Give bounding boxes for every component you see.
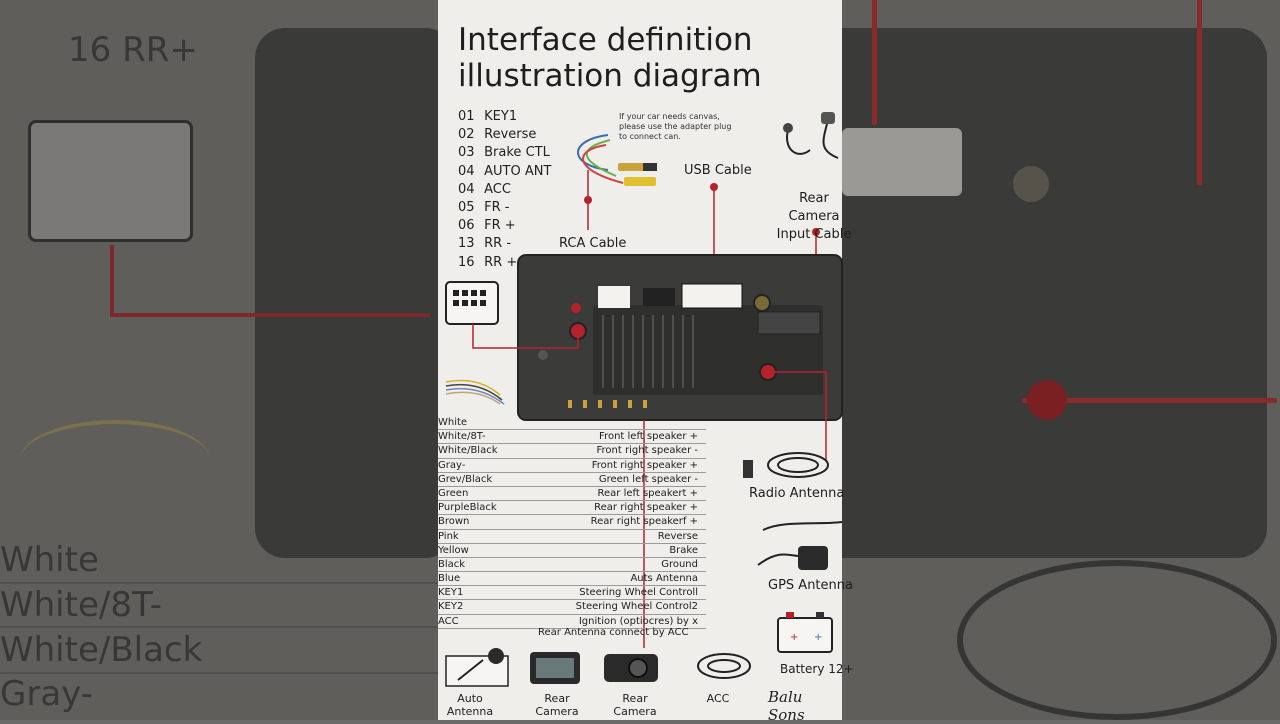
bg-text-white8t: White/8T- [0, 585, 162, 625]
diagram-illustration: + + [445, 112, 843, 687]
rear-camera-label-2: Rear Camera [613, 692, 657, 718]
head-unit-back-icon [517, 254, 843, 421]
red-wire-blurred [1197, 0, 1202, 185]
antenna-cable-blurred [957, 560, 1277, 720]
red-plug-blurred [1027, 380, 1067, 420]
gps-antenna-label: GPS Antenna [768, 578, 853, 593]
red-wire-blurred [110, 245, 114, 315]
jack-blurred [1007, 160, 1055, 208]
pin-row: 13 RR - [458, 236, 512, 252]
table-row: White/8T-Front left speaker + [438, 430, 706, 445]
usb-cable-label: USB Cable [684, 163, 752, 178]
bg-text-pin: 16 RR+ [68, 30, 198, 70]
connector-blurred [28, 120, 193, 242]
rear-camera-label-1: Rear Camera [535, 692, 579, 718]
rca-cable-label: RCA Cable [559, 236, 627, 251]
device-blurred-right [802, 28, 1267, 558]
title-line-2: illustration diagram [458, 58, 762, 94]
pin-row: 02 Reverse [458, 127, 537, 143]
bg-text-white: White [0, 540, 99, 580]
rear-camera-input-label: Rear Camera Input Cable [776, 191, 852, 242]
bg-text-gray: Gray- [0, 674, 93, 714]
canbus-note: If your car needs canvas, please use the… [619, 112, 732, 141]
red-wire-blurred-h [110, 313, 430, 317]
diagram-title: Interface definition illustration diagra… [458, 22, 762, 94]
red-wire-blurred [872, 0, 877, 125]
pin-row: 04 AUTO ANT [458, 163, 552, 179]
right-background-panel [802, 0, 1280, 720]
bg-text-whiteblack: White/Black [0, 630, 203, 670]
pin-row: 05 FR - [458, 200, 510, 216]
wire-bundle-blurred [20, 420, 210, 500]
gps-antenna-icon [757, 521, 843, 570]
acc-cable-icon [697, 653, 751, 679]
table-row: Gray-Front right speaker + [438, 459, 706, 473]
rear-camera-icon [604, 654, 658, 682]
title-line-1: Interface definition [458, 22, 753, 58]
signature: Balu Sons [768, 688, 805, 724]
acc-label: ACC [706, 692, 730, 705]
harness-connector-icon [445, 281, 499, 325]
bg-divider [0, 626, 438, 628]
pin-list: 01 KEY1 02 Reverse 03 Brake CTL 04 AUTO … [458, 108, 551, 272]
rca-cable-icon [577, 134, 657, 230]
auto-antenna-icon [445, 648, 509, 687]
pin-row: 06 FR + [458, 218, 516, 234]
pin-row: 03 Brake CTL [458, 145, 550, 161]
connector-blurred [842, 128, 962, 196]
wire-bundle-icon [445, 379, 505, 405]
radio-antenna-icon [743, 452, 829, 478]
bg-divider [0, 582, 438, 584]
red-wire-blurred [1022, 398, 1277, 403]
interface-diagram-poster: Interface definition illustration diagra… [438, 0, 854, 724]
svg-text:+: + [814, 632, 822, 643]
svg-text:+: + [790, 632, 798, 643]
pin-row: 01 KEY1 [458, 109, 518, 124]
radio-antenna-label: Radio Antenna [749, 486, 845, 501]
left-background-panel: 16 RR+ White White/8T- White/Black Gray- [0, 0, 455, 720]
wire-table-footer: Rear Antenna connect by ACC [538, 627, 689, 638]
pin-row: 04 ACC [458, 181, 511, 197]
wire-color-table: White White/8T-Front left speaker + Whit… [438, 416, 706, 638]
battery-label: Battery 12+ [780, 662, 854, 676]
battery-icon: + + [777, 612, 833, 653]
auto-antenna-label: Auto Antenna [446, 692, 494, 718]
pin-row: 16 RR + [458, 254, 518, 270]
rear-camera-monitor-icon [530, 652, 580, 684]
device-blurred-left [255, 28, 455, 558]
bg-divider [0, 672, 438, 674]
table-row: White [438, 416, 706, 431]
rear-camera-cable-icon [783, 112, 839, 159]
